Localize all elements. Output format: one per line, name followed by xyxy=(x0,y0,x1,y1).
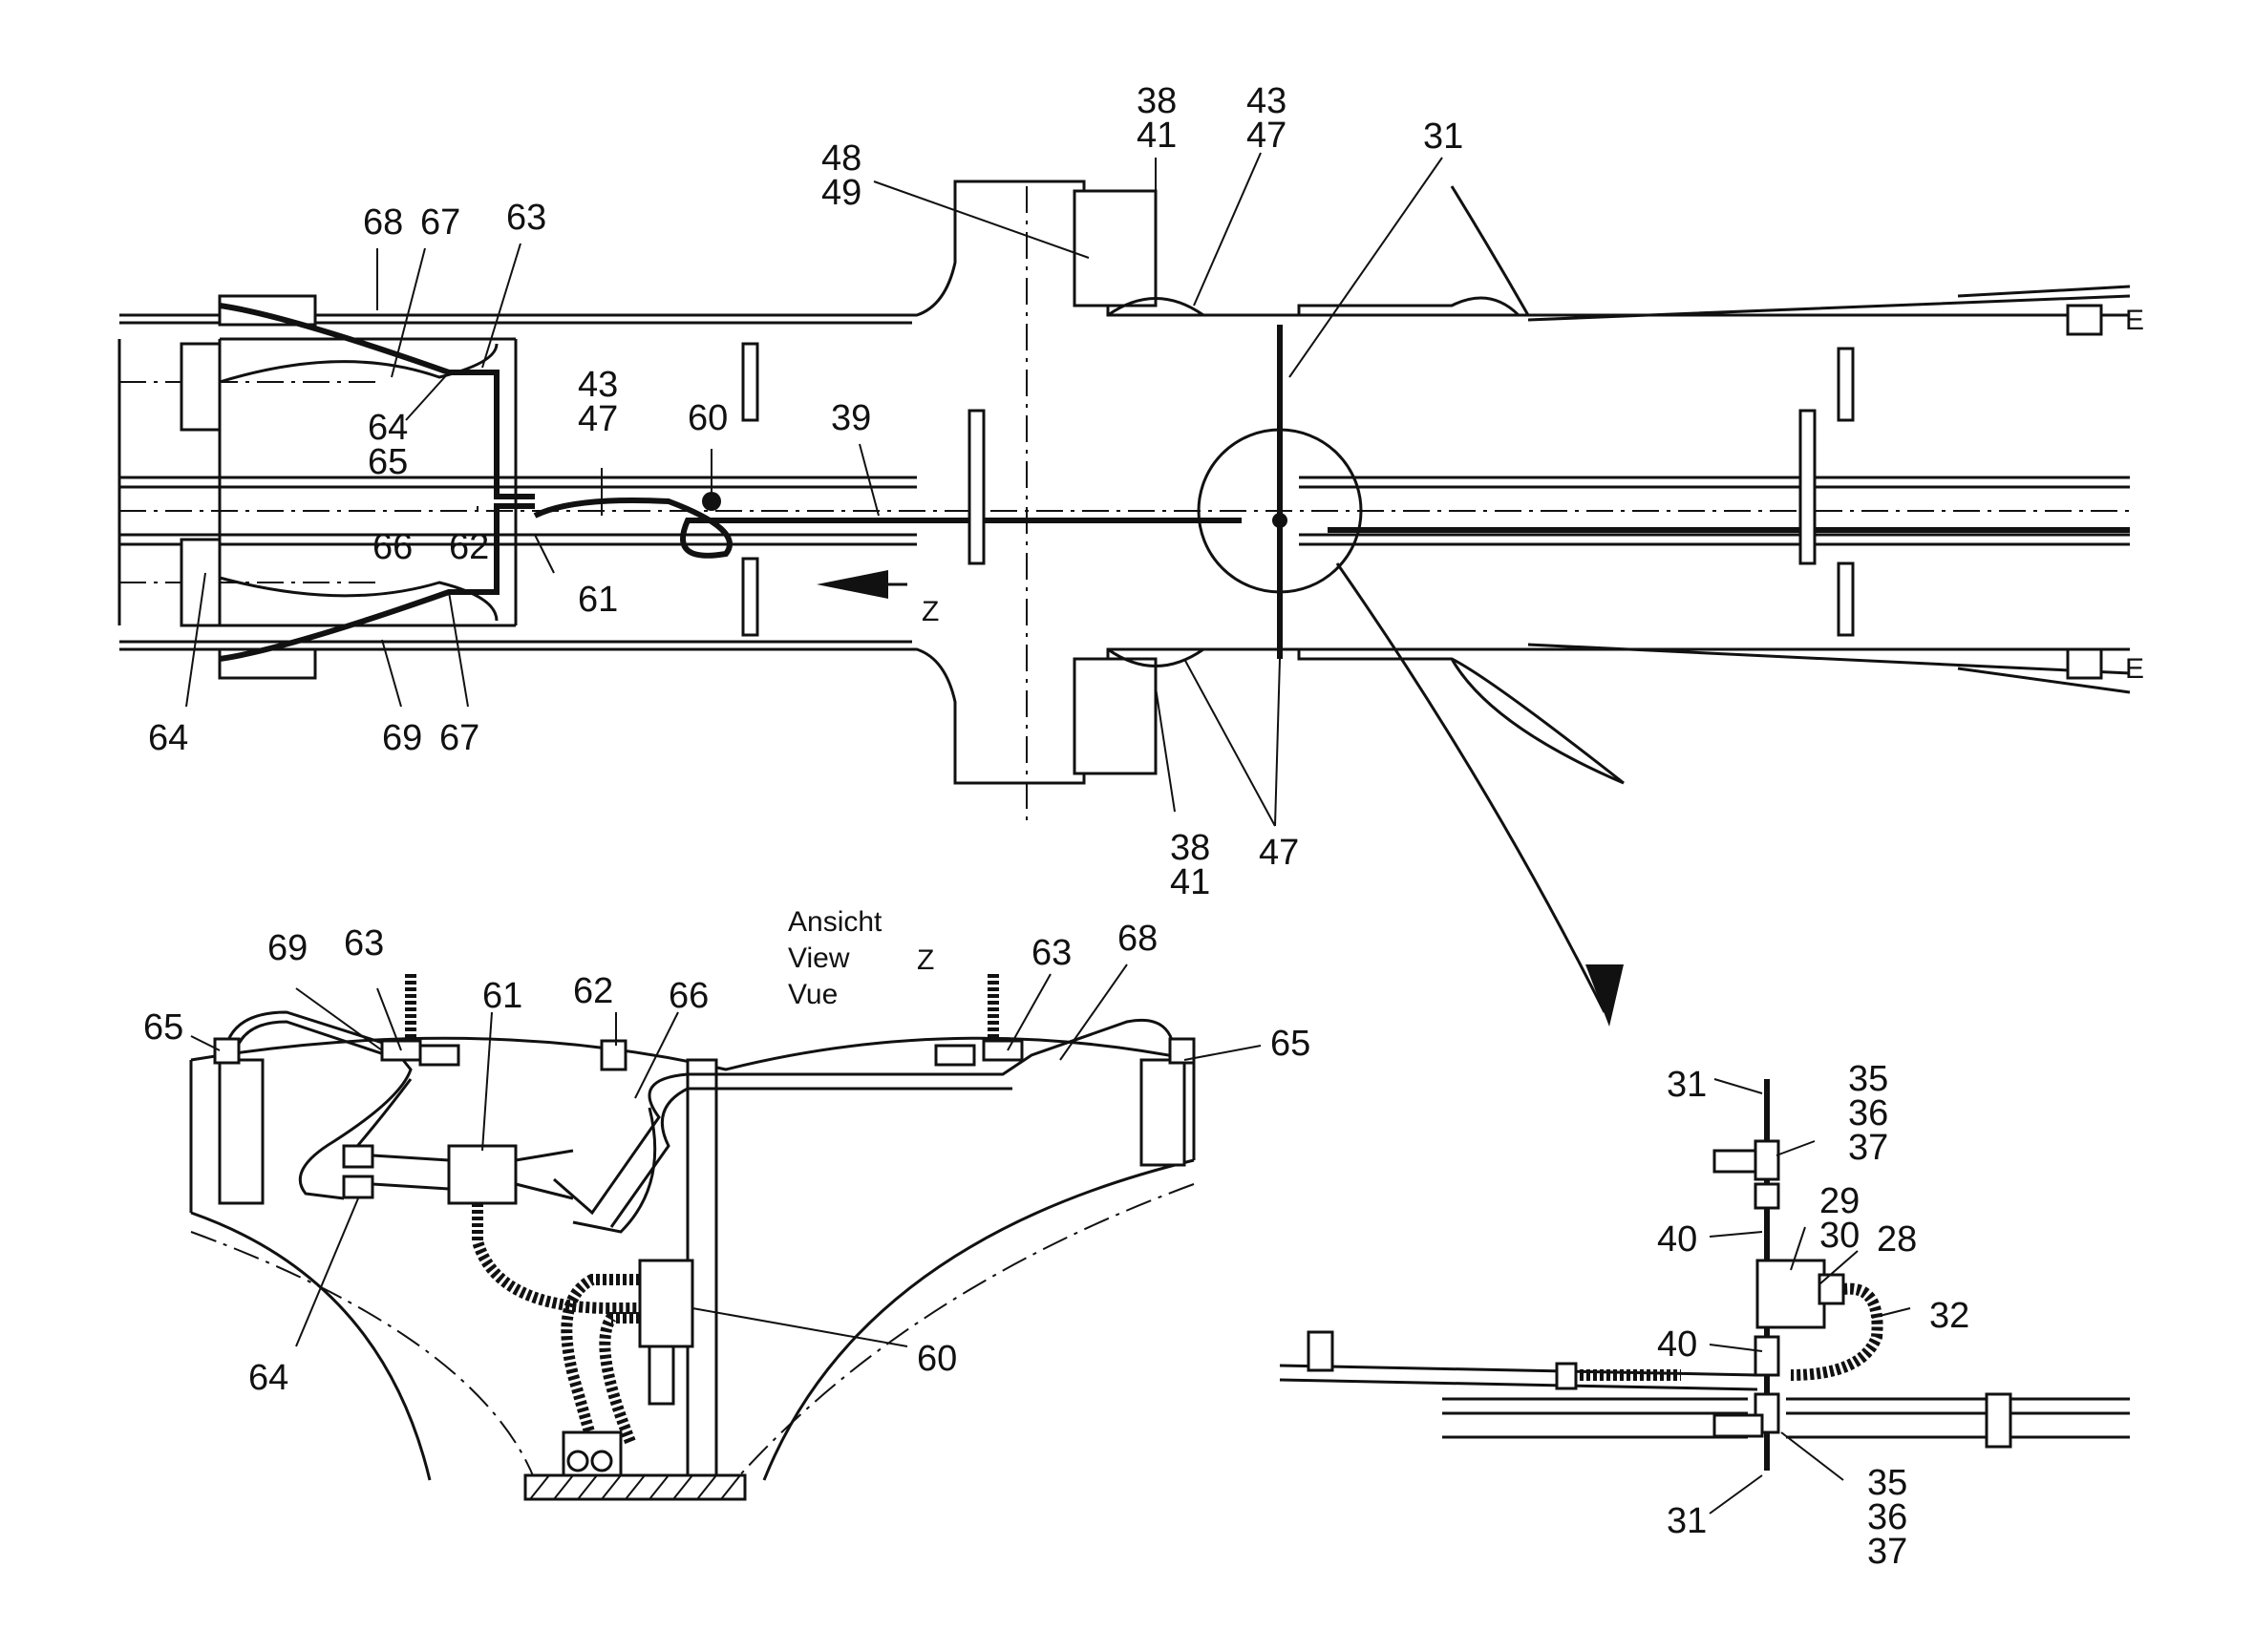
label-66-top: 66 xyxy=(372,527,413,567)
label-z-60: 60 xyxy=(917,1339,957,1379)
plan-view xyxy=(117,180,2131,1027)
label-z-65-right: 65 xyxy=(1270,1024,1310,1064)
view-z-letter: Z xyxy=(917,944,934,976)
label-d-32: 32 xyxy=(1929,1296,1969,1336)
detail-drawing xyxy=(1279,1078,2130,1514)
label-z-arrow: Z xyxy=(922,596,939,627)
label-68-top: 68 xyxy=(363,202,403,243)
label-67-bot: 67 xyxy=(439,718,479,758)
detail-arrow xyxy=(1335,562,1606,1013)
label-67-top: 67 xyxy=(420,202,460,243)
label-z-65-left: 65 xyxy=(143,1007,183,1048)
label-z-69: 69 xyxy=(267,928,308,968)
label-d-40-bot: 40 xyxy=(1657,1324,1697,1365)
label-39: 39 xyxy=(831,398,871,438)
label-z-63-left: 63 xyxy=(344,923,384,964)
view-z-drawing xyxy=(189,964,1262,1501)
label-69-top: 69 xyxy=(382,718,422,758)
label-z-62: 62 xyxy=(573,971,613,1011)
label-d-31-top: 31 xyxy=(1667,1065,1707,1105)
label-z-61: 61 xyxy=(482,976,522,1016)
label-31-top: 31 xyxy=(1423,116,1463,157)
frame-mark-e-bottom: E xyxy=(2125,653,2144,685)
plan-view-leaders xyxy=(185,152,1443,827)
label-64-bl: 64 xyxy=(148,718,188,758)
label-z-68: 68 xyxy=(1117,919,1158,959)
label-d-28: 28 xyxy=(1877,1219,1917,1260)
label-47-bot: 47 xyxy=(1259,833,1299,873)
label-d-40-top: 40 xyxy=(1657,1219,1697,1260)
frame-mark-e-top: E xyxy=(2125,305,2144,336)
label-d-31-bot: 31 xyxy=(1667,1501,1707,1541)
label-63-top: 63 xyxy=(506,198,546,238)
label-z-63-right: 63 xyxy=(1031,933,1072,973)
label-61-top: 61 xyxy=(578,580,618,620)
label-62-top: 62 xyxy=(449,527,489,567)
label-60-top: 60 xyxy=(688,398,728,438)
label-z-64: 64 xyxy=(248,1358,288,1398)
label-z-66: 66 xyxy=(669,976,709,1016)
